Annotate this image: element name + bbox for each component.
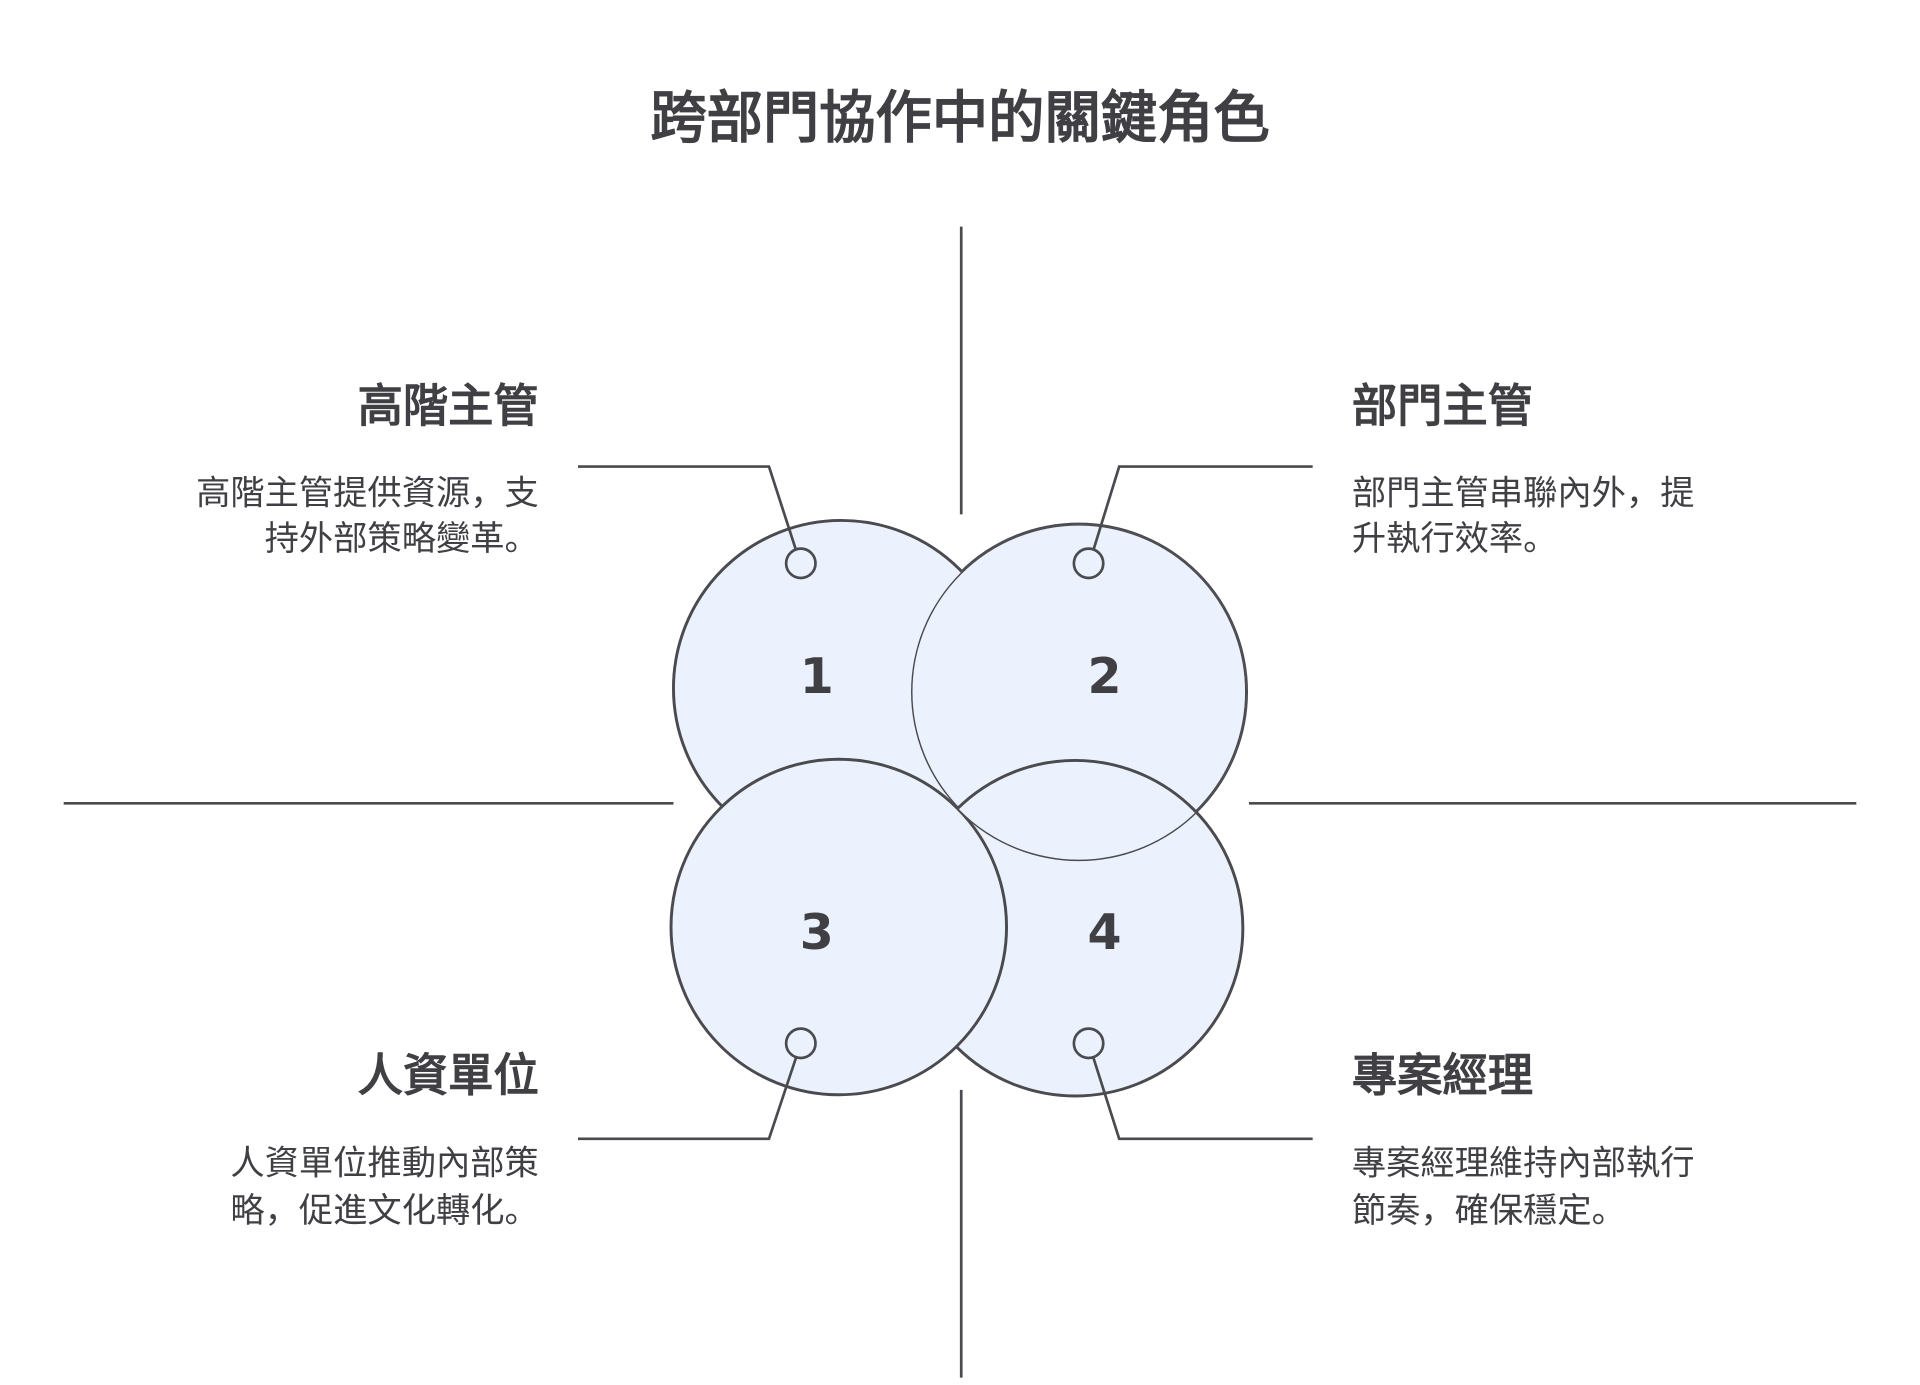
- circle-2-overlay: [911, 524, 1247, 860]
- role-heading-4: 專案經理: [1352, 1049, 1533, 1102]
- circle-number-1: 1: [800, 648, 834, 705]
- circle-number-3: 3: [800, 904, 834, 961]
- circle-number-4: 4: [1087, 904, 1121, 961]
- connector-dot-1: [784, 547, 817, 580]
- role-desc-3-line-2: 略，促進文化轉化。: [230, 1191, 538, 1231]
- role-desc-2-line-1: 部門主管串聯內外，提: [1352, 474, 1695, 514]
- role-desc-4-line-2: 節奏，確保穩定。: [1352, 1191, 1626, 1231]
- connector-4: [1092, 1057, 1313, 1141]
- connector-dot-4: [1072, 1027, 1105, 1060]
- connector-2: [1092, 465, 1313, 551]
- role-desc-2-line-2: 升執行效率。: [1352, 519, 1558, 559]
- role-desc-4-line-1: 專案經理維持內部執行: [1352, 1143, 1695, 1183]
- circle-number-2: 2: [1087, 648, 1121, 705]
- circle-3: [669, 757, 1008, 1097]
- connector-1: [577, 465, 798, 551]
- connector-dot-3: [784, 1027, 817, 1060]
- diagram-title: 跨部門協作中的關鍵角色: [650, 86, 1269, 151]
- role-desc-1-line-1: 高階主管提供資源，支: [196, 474, 539, 514]
- role-heading-3: 人資單位: [358, 1049, 539, 1102]
- connector-3: [577, 1057, 798, 1141]
- role-desc-3-line-1: 人資單位推動內部策: [230, 1143, 538, 1183]
- role-heading-2: 部門主管: [1352, 379, 1533, 432]
- role-heading-1: 高階主管: [358, 379, 539, 432]
- role-desc-1-line-2: 持外部策略變革。: [265, 519, 539, 559]
- connector-dot-2: [1072, 547, 1105, 580]
